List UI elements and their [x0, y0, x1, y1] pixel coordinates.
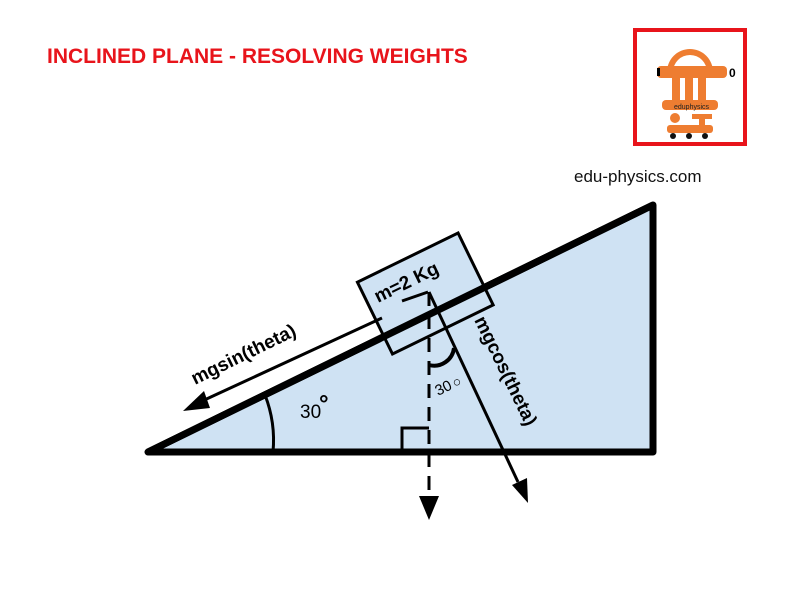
perpendicular-force-arrow: [427, 291, 528, 503]
page-title: INCLINED PLANE - RESOLVING WEIGHTS: [47, 45, 468, 68]
incline-angle-label: 30: [300, 402, 321, 423]
right-angle-marker: [400, 426, 429, 452]
degree-symbol: °: [319, 391, 329, 418]
parallel-force-label: mgsin(theta): [188, 321, 300, 390]
logo: 0 eduphysics: [633, 28, 747, 146]
logo-zero: 0: [729, 66, 736, 80]
weight-angle-label: 30: [432, 377, 454, 400]
logo-text: eduphysics: [674, 104, 710, 111]
theodolite-logo-icon: 0 eduphysics: [657, 49, 736, 139]
weight-arrow: [401, 290, 439, 520]
incline-surface: [146, 201, 655, 456]
website-label: edu-physics.com: [574, 167, 702, 186]
weight-angle-arc: [428, 347, 456, 368]
incline-angle-arc: [263, 394, 275, 453]
parallel-force-arrow: [183, 316, 383, 411]
